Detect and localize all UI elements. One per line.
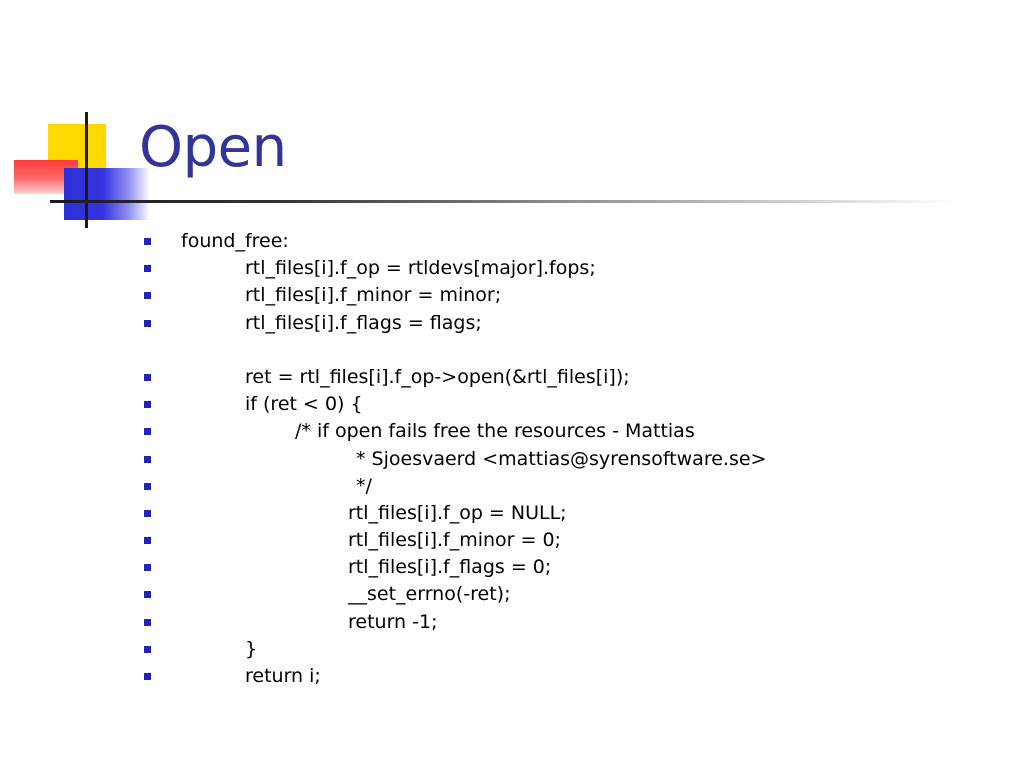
code-line: if (ret < 0) {	[245, 393, 363, 416]
slide-title: Open	[139, 115, 287, 180]
code-line: rtl_files[i].f_flags = flags;	[245, 311, 482, 334]
square-bullet-icon	[144, 509, 151, 517]
blue-square	[64, 168, 150, 220]
code-line: * Sjoesvaerd <mattias@syrensoftware.se>	[356, 447, 767, 470]
title-decoration	[0, 0, 200, 240]
code-line: rtl_files[i].f_op = NULL;	[348, 501, 567, 524]
title-underline	[50, 200, 960, 203]
square-bullet-icon	[144, 645, 151, 653]
square-bullet-icon	[144, 238, 151, 245]
code-line: rtl_files[i].f_minor = 0;	[348, 529, 561, 552]
code-line: ret = rtl_files[i].f_op->open(&rtl_files…	[245, 365, 630, 388]
code-line: found_free:	[181, 230, 289, 252]
square-bullet-icon	[144, 292, 151, 300]
square-bullet-icon	[144, 265, 151, 273]
square-bullet-icon	[144, 319, 151, 327]
square-bullet-icon	[144, 564, 151, 572]
code-line: /* if open fails free the resources - Ma…	[295, 420, 695, 443]
vertical-rule	[85, 112, 88, 228]
square-bullet-icon	[144, 591, 151, 599]
code-line: rtl_files[i].f_op = rtldevs[major].fops;	[245, 257, 596, 280]
square-bullet-icon	[144, 537, 151, 545]
code-line: rtl_files[i].f_flags = 0;	[348, 556, 552, 579]
square-bullet-icon	[144, 428, 151, 436]
code-line: rtl_files[i].f_minor = minor;	[245, 284, 502, 307]
square-bullet-icon	[144, 673, 151, 680]
square-bullet-icon	[144, 455, 151, 463]
code-line: __set_errno(-ret);	[348, 583, 511, 606]
code-line: return -1;	[348, 610, 438, 633]
code-line: */	[356, 474, 372, 497]
code-line: }	[245, 637, 258, 660]
square-bullet-icon	[144, 482, 151, 490]
square-bullet-icon	[144, 401, 151, 409]
code-line: return i;	[245, 665, 321, 687]
square-bullet-icon	[144, 373, 151, 381]
square-bullet-icon	[144, 618, 151, 626]
